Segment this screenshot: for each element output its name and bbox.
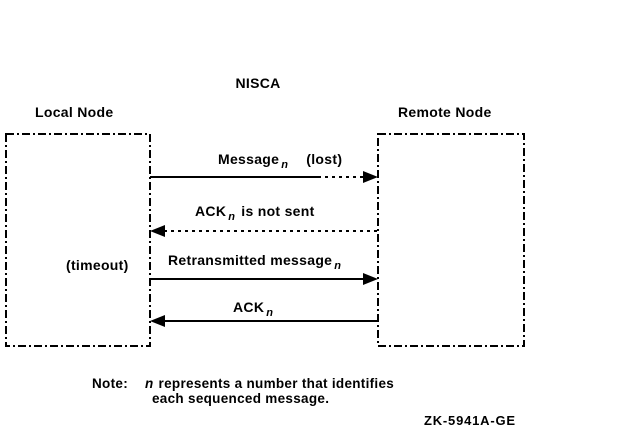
local-node-box	[5, 133, 151, 347]
note-text: n represents a number that identifies eac…	[145, 376, 394, 406]
ack-not-sent-label-subscript: n	[228, 211, 236, 223]
message-label-text: Message	[218, 151, 280, 167]
figure-code: ZK-5941A-GE	[424, 413, 516, 428]
note-label: Note:	[92, 376, 128, 391]
ack-not-sent-label-suffix: is not sent	[241, 203, 315, 219]
ack-arrowhead-left	[150, 315, 165, 327]
remote-node-label: Remote Node	[398, 104, 492, 120]
ack-not-sent-label-text: ACK	[195, 203, 227, 219]
retransmitted-arrowhead-right	[363, 273, 378, 285]
message-label-subscript: n	[281, 159, 289, 171]
ack-label-text: ACK	[233, 299, 265, 315]
timeout-annotation: (timeout)	[66, 257, 129, 273]
note-line-1-text: represents a number that identifies	[158, 376, 395, 391]
ack-label-subscript: n	[266, 307, 274, 319]
note-line-1: n represents a number that identifies	[145, 376, 394, 391]
remote-node-box	[377, 133, 525, 347]
message-arrowhead-right	[363, 171, 378, 183]
lost-annotation: (lost)	[306, 151, 343, 167]
note: Note: n represents a number that identifi…	[92, 376, 394, 406]
note-term-n: n	[145, 376, 154, 391]
local-node-label: Local Node	[35, 104, 114, 120]
retransmitted-label-text: Retransmitted message	[168, 252, 333, 268]
retransmitted-label-subscript: n	[334, 260, 342, 272]
note-line-2: each sequenced message.	[152, 391, 330, 406]
ack-not-sent-arrowhead-left	[150, 225, 165, 237]
diagram-title: NISCA	[235, 75, 281, 91]
